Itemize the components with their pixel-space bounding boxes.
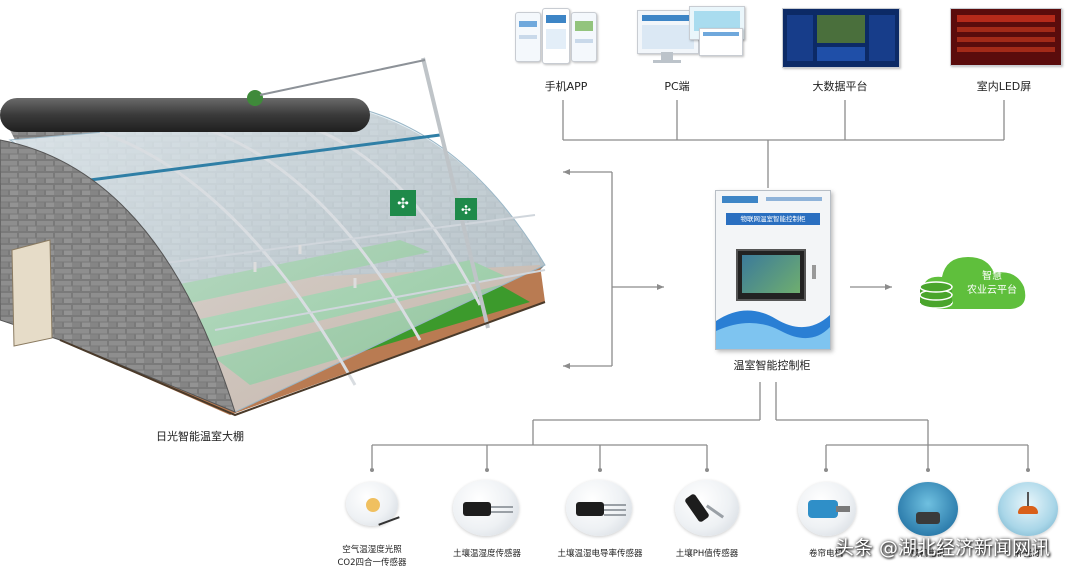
roller-motor-icon: [798, 482, 856, 536]
big-data-platform-thumbnail: [782, 8, 900, 68]
cloud-icon: [919, 257, 1026, 309]
soil-conductivity-sensor-icon: [566, 480, 632, 536]
output-label-phone-app: 手机APP: [544, 80, 588, 93]
greenhouse-illustration: ✣ ✣: [0, 57, 546, 417]
watermark: 头条 @湖北经济新闻网讯: [834, 537, 1050, 559]
cloud-platform: 智慧 农业云平台: [912, 245, 1036, 319]
fan-motor-icon: [898, 482, 958, 536]
output-label-pc: PC端: [664, 80, 690, 93]
actuator-label-fan-motor: 风机电机: [910, 549, 946, 559]
control-cabinet: 物联网温室智能控制柜: [715, 190, 831, 350]
cloud-label-line1: 智慧: [982, 271, 1002, 282]
svg-text:✣: ✣: [397, 196, 409, 212]
soil-moisture-sensor-icon: [453, 480, 519, 536]
pc-thumbnail: [637, 6, 747, 68]
led-screen-thumbnail: [950, 8, 1062, 66]
cloud-label-line2: 农业云平台: [967, 285, 1017, 296]
sensor-label-soil-conductivity: 土壤温湿电导率传感器: [557, 549, 643, 559]
sensor-label-air-1: 空气温湿度光照: [342, 545, 402, 555]
sensor-label-soil-ph: 土壤PH值传感器: [675, 549, 739, 559]
cabinet-touch-screen: [736, 249, 806, 301]
greenhouse-label: 日光智能温室大棚: [156, 430, 244, 443]
grow-light-icon: [998, 482, 1058, 536]
soil-ph-sensor-icon: [675, 480, 739, 536]
output-label-led-screen: 室内LED屏: [976, 80, 1032, 93]
cabinet-panel-title: 物联网温室智能控制柜: [726, 213, 820, 225]
sensor-label-soil-moisture: 土壤温湿度传感器: [452, 549, 522, 559]
sensor-label-air-2: CO2四合一传感器: [337, 558, 407, 568]
air-sensor-icon: [342, 480, 402, 532]
phone-app-thumbnail: [515, 8, 597, 64]
output-label-big-data: 大数据平台: [812, 80, 868, 93]
actuator-label-grow-light: 补光灯: [1015, 549, 1041, 559]
actuator-label-roller-motor: 卷帘电机: [808, 549, 844, 559]
controller-label: 温室智能控制柜: [733, 359, 811, 372]
svg-text:✣: ✣: [461, 203, 471, 217]
